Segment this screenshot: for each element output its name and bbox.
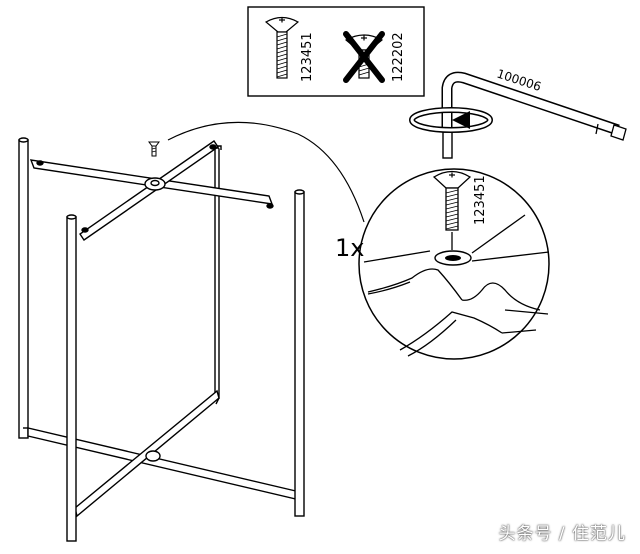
correct-screw-code: 123451	[300, 32, 315, 82]
allen-key-icon	[441, 71, 627, 159]
detail-screw-icon	[432, 170, 472, 250]
parts-box: 123451 122202	[247, 6, 425, 97]
detail-screw-code: 123451	[473, 175, 488, 225]
wrong-screw-code: 122202	[391, 32, 406, 82]
quantity-label: 1x	[335, 234, 364, 262]
table-frame	[18, 137, 305, 542]
correct-screw-icon	[264, 16, 300, 79]
cross-mark-icon	[343, 31, 385, 83]
frame-depth-lines	[23, 397, 220, 429]
detail-magnifier	[167, 121, 550, 360]
small-screw-icon	[148, 141, 160, 157]
watermark: 头条号 / 住范儿	[498, 524, 626, 544]
rotate-arrow-icon	[409, 107, 493, 133]
